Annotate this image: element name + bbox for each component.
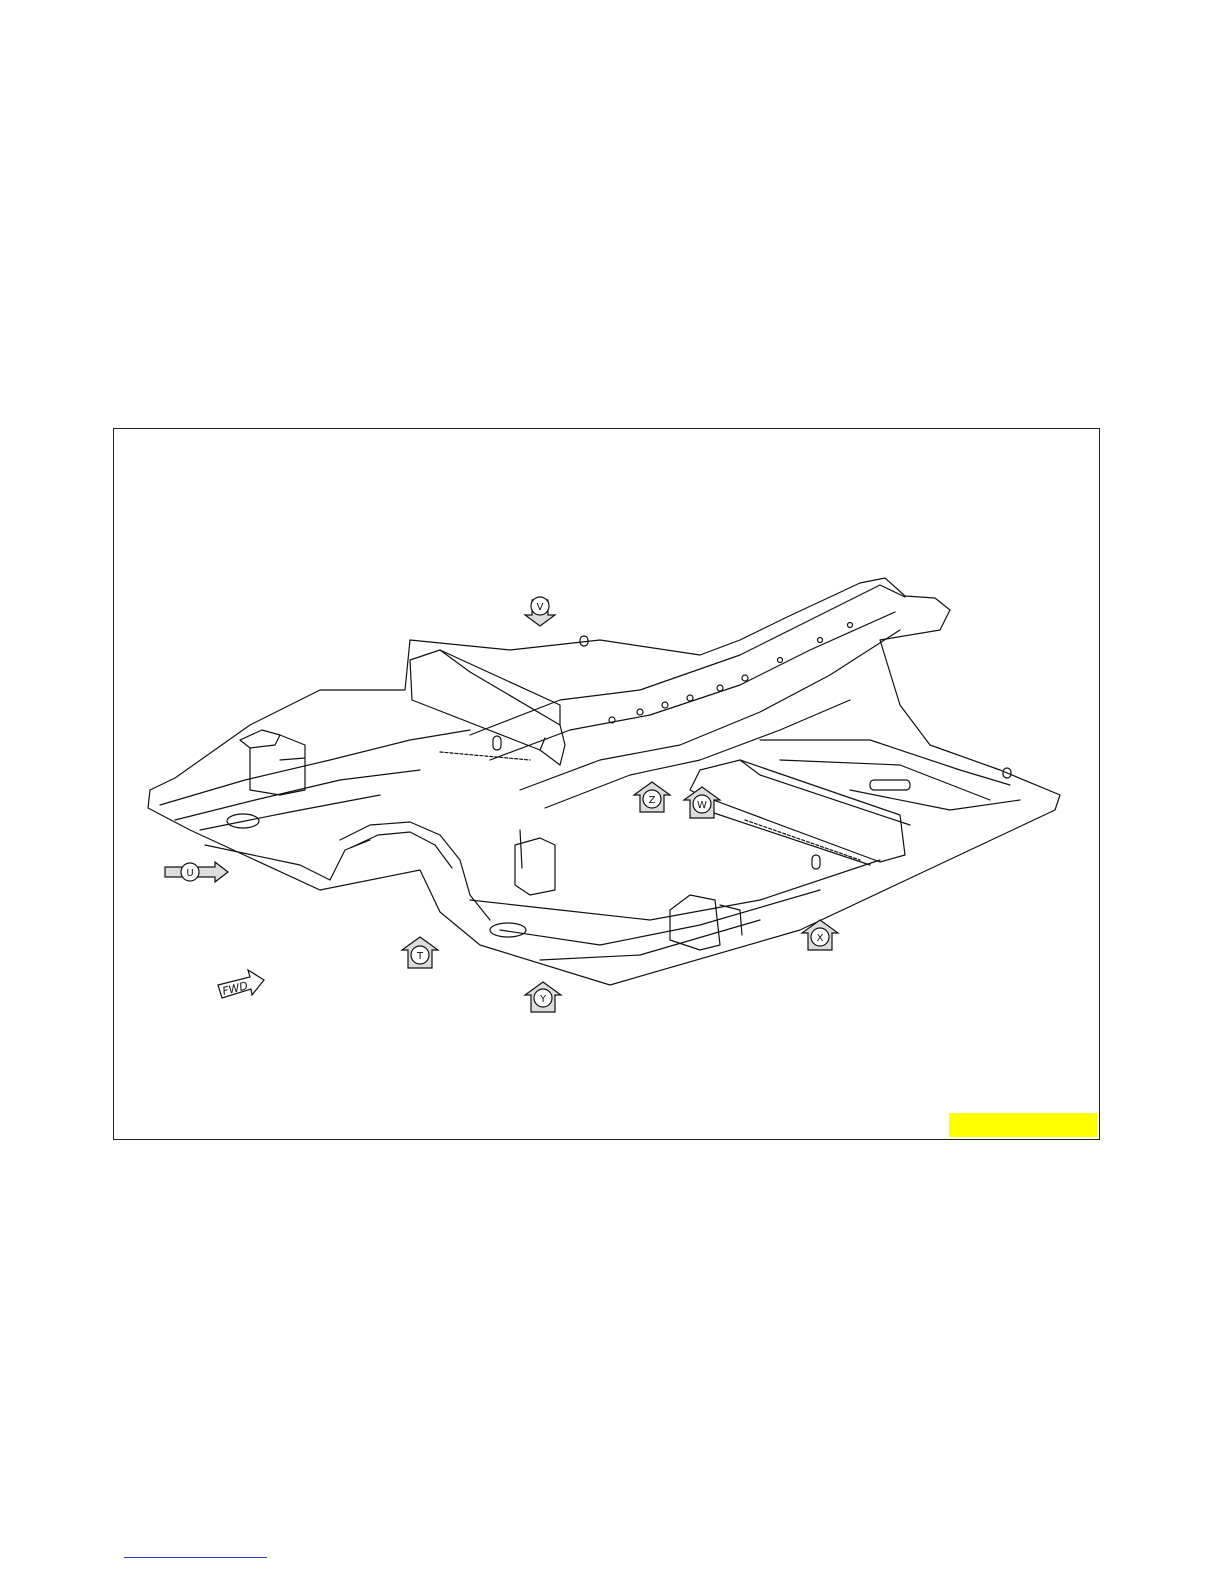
- floor-pan-outline: [148, 578, 1060, 985]
- callout-label-x: X: [817, 933, 824, 944]
- front-cross-member: [690, 760, 905, 862]
- callout-label-u: U: [186, 868, 193, 879]
- callout-label-y: Y: [539, 994, 547, 1005]
- fwd-label: FWD: [221, 979, 249, 998]
- callout-arrows: [165, 597, 838, 1012]
- callout-label-w: W: [697, 800, 707, 811]
- callout-u-icon: [165, 862, 228, 882]
- footer-link-underline: [124, 1557, 267, 1558]
- callout-label-v: V: [537, 602, 544, 613]
- highlight-tag: [949, 1113, 1097, 1137]
- callout-label-t: T: [416, 951, 424, 962]
- callout-label-z: Z: [649, 795, 656, 806]
